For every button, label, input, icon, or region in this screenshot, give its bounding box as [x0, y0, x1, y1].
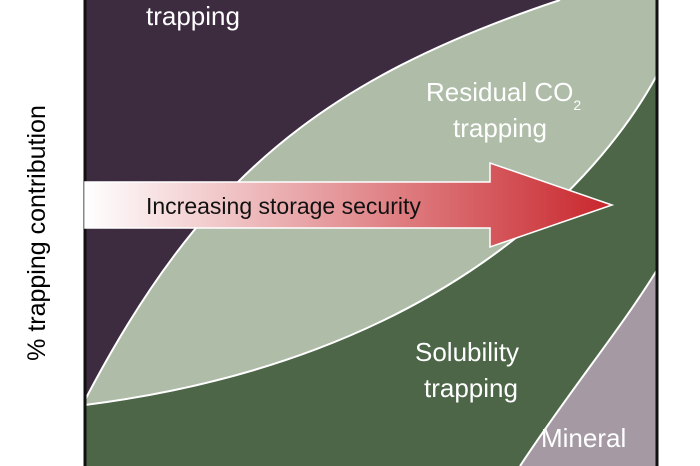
- solubility-trapping-region: [85, 75, 657, 466]
- arrow-label: Increasing storage security: [146, 193, 421, 219]
- solubility-trapping-label-line1: Solubility: [415, 337, 519, 367]
- residual-label-subscript: 2: [573, 97, 581, 113]
- left-margin: [0, 0, 85, 466]
- residual-trapping-label-line2: trapping: [453, 113, 547, 143]
- structural-residual-boundary: [84, 0, 561, 401]
- solubility-trapping-label-line2: trapping: [424, 373, 518, 403]
- solubility-mineral-boundary: [519, 269, 658, 466]
- structural-trapping-label: trapping: [146, 1, 240, 31]
- y-axis-label: % trapping contribution: [23, 105, 51, 361]
- mineral-trapping-label: Mineral: [541, 423, 626, 453]
- right-margin: [658, 0, 700, 466]
- residual-solubility-boundary: [84, 74, 658, 406]
- storage-security-arrow: [84, 161, 615, 249]
- residual-label-main: Residual CO: [426, 77, 573, 107]
- residual-trapping-label-line1: Residual CO2: [426, 77, 581, 113]
